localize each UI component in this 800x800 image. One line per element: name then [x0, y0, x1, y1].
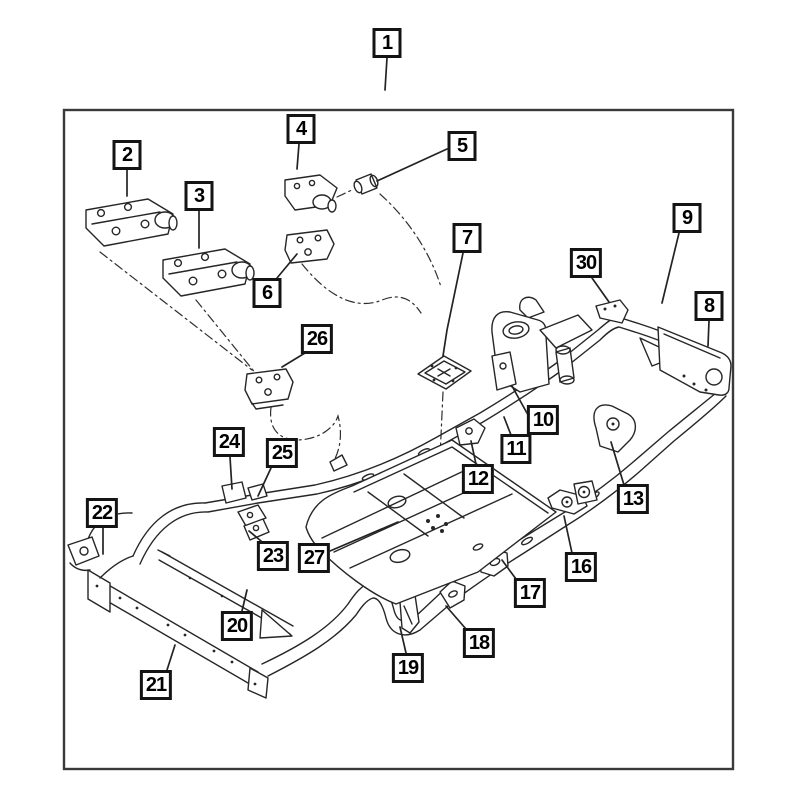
callout-21[interactable]: 21	[139, 670, 173, 700]
callout-3[interactable]: 3	[184, 181, 214, 211]
callout-20[interactable]: 20	[220, 611, 254, 641]
leader-line-1	[384, 57, 388, 91]
leader-line-4	[296, 143, 300, 170]
trans-mount-part-4	[284, 174, 338, 213]
callout-27[interactable]: 27	[297, 543, 331, 573]
leader-line-30	[591, 277, 610, 303]
leader-line-8	[707, 320, 710, 347]
leader-line-9	[661, 232, 680, 304]
callout-2[interactable]: 2	[112, 140, 142, 170]
callout-4[interactable]: 4	[286, 114, 316, 144]
leader-line-26	[281, 352, 306, 368]
callout-7[interactable]: 7	[452, 223, 482, 253]
callout-17[interactable]: 17	[513, 578, 547, 608]
callout-25[interactable]: 25	[265, 438, 299, 468]
rear-crossmember-area	[595, 299, 732, 396]
leader-line-19	[399, 626, 407, 654]
callout-8[interactable]: 8	[694, 291, 724, 321]
front-bracket-cluster	[221, 481, 270, 541]
diagram-border	[62, 108, 735, 771]
bolt-part-5	[353, 173, 379, 195]
callout-23[interactable]: 23	[256, 541, 290, 571]
leader-line-17	[501, 559, 517, 580]
callout-13[interactable]: 13	[616, 484, 650, 514]
callout-6[interactable]: 6	[252, 278, 282, 308]
plate-part-6	[284, 229, 335, 264]
callout-12[interactable]: 12	[461, 464, 495, 494]
callout-30[interactable]: 30	[569, 248, 603, 278]
callout-18[interactable]: 18	[462, 628, 496, 658]
leader-line-16	[563, 515, 573, 554]
callout-10[interactable]: 10	[526, 405, 560, 435]
callout-1[interactable]: 1	[372, 28, 402, 58]
leader-line-18	[445, 605, 467, 630]
leader-line-10	[511, 385, 529, 416]
leader-line-23	[248, 530, 262, 542]
callout-22[interactable]: 22	[85, 498, 119, 528]
engine-mount-part-3	[162, 248, 255, 297]
plate-part-26	[244, 368, 294, 410]
callout-5[interactable]: 5	[447, 131, 477, 161]
engine-mount-part-2	[85, 198, 178, 247]
skid-plate-part-7	[417, 355, 472, 390]
leader-line-7	[442, 252, 464, 357]
leader-line-24	[229, 456, 233, 490]
leader-line-13	[610, 441, 625, 486]
leader-line-27	[329, 521, 399, 552]
leader-line-12	[470, 440, 477, 465]
leader-lines	[102, 57, 710, 671]
mid-rail-brackets	[329, 418, 486, 472]
leader-line-6	[276, 253, 298, 279]
callout-16[interactable]: 16	[564, 552, 598, 582]
leader-line-21	[166, 644, 176, 671]
leader-line-25	[257, 467, 272, 497]
callout-11[interactable]: 11	[500, 434, 532, 464]
callout-19[interactable]: 19	[391, 653, 425, 683]
leader-line-5	[376, 148, 448, 182]
callout-24[interactable]: 24	[212, 427, 246, 457]
leader-line-11	[503, 416, 512, 436]
leader-line-20	[241, 589, 248, 612]
body-mount-brackets	[399, 489, 588, 634]
frame-illustration	[67, 173, 732, 699]
callout-9[interactable]: 9	[672, 203, 702, 233]
rear-suspension-cluster	[491, 296, 637, 505]
callout-26[interactable]: 26	[300, 324, 334, 354]
